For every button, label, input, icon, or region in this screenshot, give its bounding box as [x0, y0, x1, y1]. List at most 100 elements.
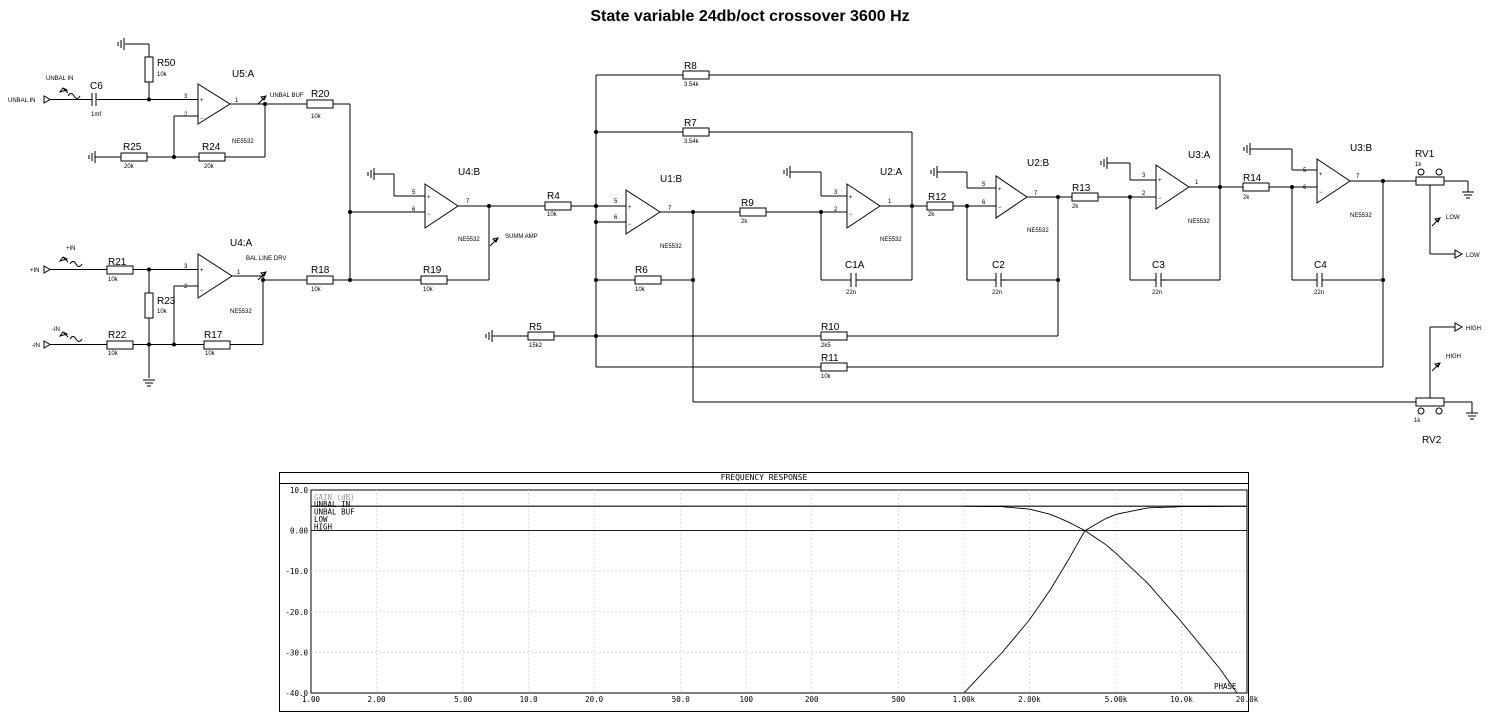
u2a-part: NE5532 — [880, 237, 902, 243]
state-variable-section: R8 3.54k R7 3.54k 56 +− 7 U1:B NE5532 R6… — [485, 61, 1416, 403]
resistor-r19 — [420, 275, 448, 285]
opamp-u5a — [197, 83, 231, 125]
resistor-r24 — [198, 152, 226, 162]
resistor-r5 — [527, 331, 555, 341]
svg-text:1: 1 — [235, 98, 239, 104]
probe-unbal-in[interactable] — [58, 87, 81, 99]
svg-text:−: − — [849, 212, 853, 218]
probe-unbal-buf[interactable] — [257, 95, 267, 105]
r11-value: 10k — [821, 374, 832, 380]
pot-rv1[interactable] — [1415, 176, 1445, 186]
u3a-ref: U3:A — [1188, 150, 1211, 161]
c2-value: 22n — [992, 290, 1002, 296]
probe-summ-amp-label: SUMM AMP — [505, 234, 538, 240]
r23-value: 10k — [157, 309, 168, 315]
svg-text:2: 2 — [184, 284, 188, 290]
r23-ref: R23 — [157, 296, 176, 307]
neg-in-port[interactable] — [43, 340, 51, 349]
neg-in-port-label: -IN — [32, 343, 40, 349]
svg-text:6: 6 — [1303, 185, 1307, 191]
r22-ref: R22 — [108, 330, 127, 341]
r17-ref: R17 — [204, 330, 223, 341]
ground-rv1 — [1462, 191, 1474, 199]
probe-low[interactable] — [1431, 217, 1441, 227]
svg-text:+: + — [427, 195, 431, 201]
r11-ref: R11 — [821, 353, 839, 364]
c1a-ref: C1A — [845, 260, 865, 271]
probe-pos-in-label: +IN — [66, 246, 76, 252]
svg-text:−: − — [200, 288, 204, 294]
resistor-r7 — [682, 127, 710, 137]
r19-value: 10k — [423, 287, 434, 293]
svg-text:1: 1 — [1195, 180, 1199, 186]
resistor-r50 — [144, 56, 154, 83]
capacitor-c3 — [1155, 273, 1162, 287]
capacitor-c1a — [850, 273, 857, 287]
r19-ref: R19 — [423, 265, 442, 276]
svg-text:5: 5 — [982, 182, 986, 188]
r14-value: 2k — [1243, 195, 1250, 201]
resistor-r13 — [1071, 192, 1099, 202]
unbal-in-port[interactable] — [43, 95, 51, 104]
svg-text:−: − — [998, 205, 1002, 211]
capacitor-c2 — [995, 273, 1002, 287]
probe-high[interactable] — [1431, 362, 1441, 372]
resistor-r12 — [926, 201, 954, 211]
ground-bal — [143, 379, 155, 387]
svg-text:−: − — [1158, 196, 1162, 202]
r20-ref: R20 — [311, 89, 330, 100]
r21-value: 10k — [108, 277, 119, 283]
svg-text:3: 3 — [184, 94, 188, 100]
low-out-port-label: LOW — [1466, 253, 1480, 259]
r24-value: 20k — [204, 164, 215, 170]
r24-ref: R24 — [202, 142, 221, 153]
ground-r25 — [88, 151, 96, 163]
c6-ref: C6 — [90, 81, 103, 92]
probe-pos-in[interactable] — [58, 256, 83, 267]
probe-neg-in-label: -IN — [52, 327, 60, 333]
r5-value: 15k2 — [529, 343, 543, 349]
opamp-u4b — [424, 183, 459, 229]
pot-rv2[interactable] — [1415, 397, 1445, 407]
u3b-part: NE5532 — [1350, 213, 1372, 219]
u1b-ref: U1:B — [660, 174, 683, 185]
probe-neg-in[interactable] — [58, 331, 83, 342]
high-out-port-label: HIGH — [1466, 326, 1481, 332]
svg-text:7: 7 — [466, 199, 470, 205]
r50-value: 10k — [157, 72, 168, 78]
svg-text:3: 3 — [184, 264, 188, 270]
resistor-r6 — [634, 275, 662, 285]
probe-summ-amp[interactable] — [489, 237, 499, 247]
svg-text:+: + — [200, 98, 204, 104]
resistor-r17 — [203, 340, 231, 350]
ground-r5 — [485, 330, 493, 342]
unbal-in-port-label: UNBAL IN — [8, 98, 35, 104]
c2-ref: C2 — [992, 260, 1005, 271]
svg-text:2: 2 — [1142, 191, 1146, 197]
pos-in-port[interactable] — [43, 265, 51, 274]
high-out-port[interactable] — [1454, 322, 1464, 332]
probe-bal-line-drv-label: BAL LINE DRV — [246, 256, 286, 262]
r8-value: 3.54k — [684, 82, 700, 88]
resistor-r22 — [106, 340, 134, 350]
probe-bal-line-drv[interactable] — [257, 271, 267, 281]
r13-ref: R13 — [1072, 183, 1091, 194]
u2b-part: NE5532 — [1027, 228, 1049, 234]
page-title: State variable 24db/oct crossover 3600 H… — [590, 8, 910, 25]
rv1-ref: RV1 — [1415, 149, 1435, 160]
u3a-part: NE5532 — [1188, 219, 1210, 225]
r21-ref: R21 — [108, 257, 127, 268]
unbal-input-section: UNBAL IN UNBAL IN C6 1mf R50 10k 32 +− 1 — [8, 38, 351, 280]
resistor-r18 — [306, 275, 334, 285]
low-out-port[interactable] — [1454, 249, 1464, 259]
svg-text:7: 7 — [1356, 174, 1360, 180]
u4b-part: NE5532 — [458, 237, 480, 243]
opamp-u1b — [625, 189, 661, 235]
opamp-u3b — [1316, 158, 1351, 204]
r10-value: 2k5 — [821, 343, 831, 349]
ground-u2b — [930, 166, 938, 178]
resistor-r4 — [544, 201, 572, 211]
svg-text:−: − — [200, 116, 204, 122]
probe-unbal-buf-label: UNBAL BUF — [270, 93, 304, 99]
u2a-ref: U2:A — [880, 167, 903, 178]
